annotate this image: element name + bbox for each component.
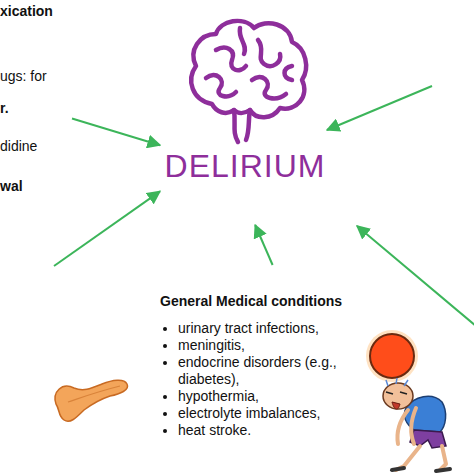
green-arrow	[72, 119, 160, 146]
green-arrow	[255, 225, 272, 265]
cause-heading: r.	[0, 100, 72, 117]
condition-item: heat stroke.	[178, 422, 368, 439]
condition-item: urinary tract infections,	[178, 320, 368, 337]
group-heading: General Medical conditions	[160, 293, 365, 310]
group-heading: xication	[0, 3, 72, 20]
condition-item: electrolyte imbalances,	[178, 405, 368, 422]
green-arrow	[327, 86, 432, 130]
pancreas-illustration	[55, 380, 127, 421]
condition-item: meningitis,	[178, 337, 368, 354]
green-arrow	[54, 191, 160, 266]
cause-text: ugs: for	[0, 68, 72, 85]
cause-text: didine	[0, 138, 72, 155]
cause-group: wal	[0, 176, 60, 266]
heat-stroke-cartoon	[366, 330, 450, 471]
condition-item: hypothermia,	[178, 388, 368, 405]
green-arrow	[357, 226, 474, 326]
group-heading: wal	[0, 178, 60, 195]
hub-title: DELIRIUM	[160, 148, 330, 184]
bullet-list: urinary tract infections,meningitis,endo…	[160, 320, 368, 439]
medical-conditions-group: urinary tract infections,meningitis,endo…	[155, 265, 365, 450]
brain-icon	[191, 21, 306, 142]
cause-group: xication ugs: for r. didine	[0, 0, 72, 158]
condition-item: endocrine disorders (e.g., diabetes),	[178, 354, 368, 388]
delirium-hub: DELIRIUM	[160, 15, 330, 225]
